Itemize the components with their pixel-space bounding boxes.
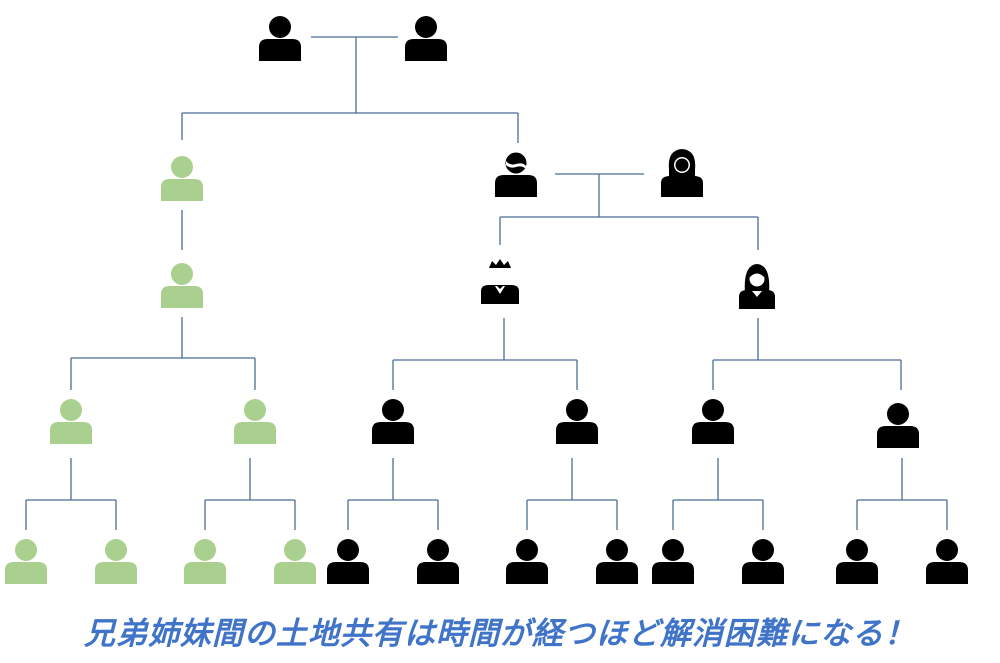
person-icon [596,539,638,584]
person-icon-green [161,156,203,201]
people [5,16,968,584]
person-icon-green [95,539,137,584]
person-icon [372,399,414,444]
person-icon [652,539,694,584]
person-icon-green [234,399,276,444]
person-icon [692,399,734,444]
family-tree-diagram [5,16,968,584]
connector-lines [25,36,948,530]
person-icon [926,539,968,584]
person-icon [506,539,548,584]
person-icon-green [274,539,316,584]
person-icon [877,403,919,448]
caption-text: 兄弟姉妹間の土地共有は時間が経つほど解消困難になる！ [84,615,916,652]
person-icon [417,539,459,584]
woman-icon [661,149,703,197]
girl-icon [739,264,775,309]
person-icon [405,16,447,61]
person-icon-green [5,539,47,584]
boy-icon [481,259,519,304]
person-icon [556,399,598,444]
person-icon-green [184,539,226,584]
person-icon [259,16,301,61]
man-icon [495,152,537,197]
person-icon-green [161,263,203,308]
person-icon [836,539,878,584]
person-icon [742,539,784,584]
person-icon-green [50,399,92,444]
person-icon [327,539,369,584]
